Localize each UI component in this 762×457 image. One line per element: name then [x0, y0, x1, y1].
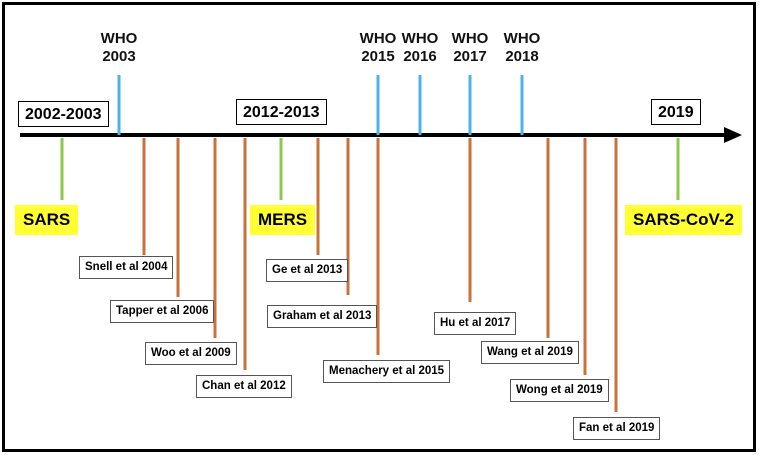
who-2015-label: WHO 2015	[348, 30, 408, 66]
outbreak-mers-label: MERS	[250, 205, 316, 235]
pub-hu-label: Hu et al 2017	[434, 312, 517, 335]
pub-menachery-label: Menachery et al 2015	[323, 360, 451, 383]
timeline-arrowhead	[724, 127, 742, 143]
who-2018-label-top: WHO	[503, 30, 541, 47]
who-2015-label-year: 2015	[361, 48, 395, 65]
who-2015-label-top: WHO	[359, 30, 397, 47]
who-2003-label: WHO 2003	[89, 30, 149, 66]
who-2018-label-year: 2018	[505, 48, 539, 65]
who-2017-label-top: WHO	[451, 30, 489, 47]
pub-ge-label: Ge et al 2013	[266, 259, 349, 282]
pub-snell-label: Snell et al 2004	[79, 256, 174, 279]
outbreak-cov2-label: SARS-CoV-2	[625, 205, 743, 235]
pub-wong-label: Wong et al 2019	[510, 379, 609, 402]
who-2003-label-year: 2003	[102, 48, 136, 65]
pub-wang-label: Wang et al 2019	[481, 341, 579, 364]
pub-tapper-label: Tapper et al 2006	[110, 300, 215, 323]
who-2016-label: WHO 2016	[390, 30, 450, 66]
outbreak-sars-label: SARS	[15, 205, 79, 235]
pub-chan-label: Chan et al 2012	[196, 375, 292, 398]
pub-fan-label: Fan et al 2019	[573, 417, 661, 440]
pub-graham-label: Graham et al 2013	[267, 305, 378, 328]
pub-woo-label: Woo et al 2009	[145, 342, 237, 365]
who-2016-label-year: 2016	[403, 48, 437, 65]
who-2016-label-top: WHO	[401, 30, 439, 47]
date-box-2019: 2019	[651, 99, 701, 125]
who-2017-label: WHO 2017	[440, 30, 500, 66]
date-box-2002-2003: 2002-2003	[18, 101, 109, 127]
date-box-2012-2013: 2012-2013	[236, 99, 327, 125]
who-2017-label-year: 2017	[453, 48, 487, 65]
who-2018-label: WHO 2018	[492, 30, 552, 66]
who-2003-label-top: WHO	[100, 30, 138, 47]
